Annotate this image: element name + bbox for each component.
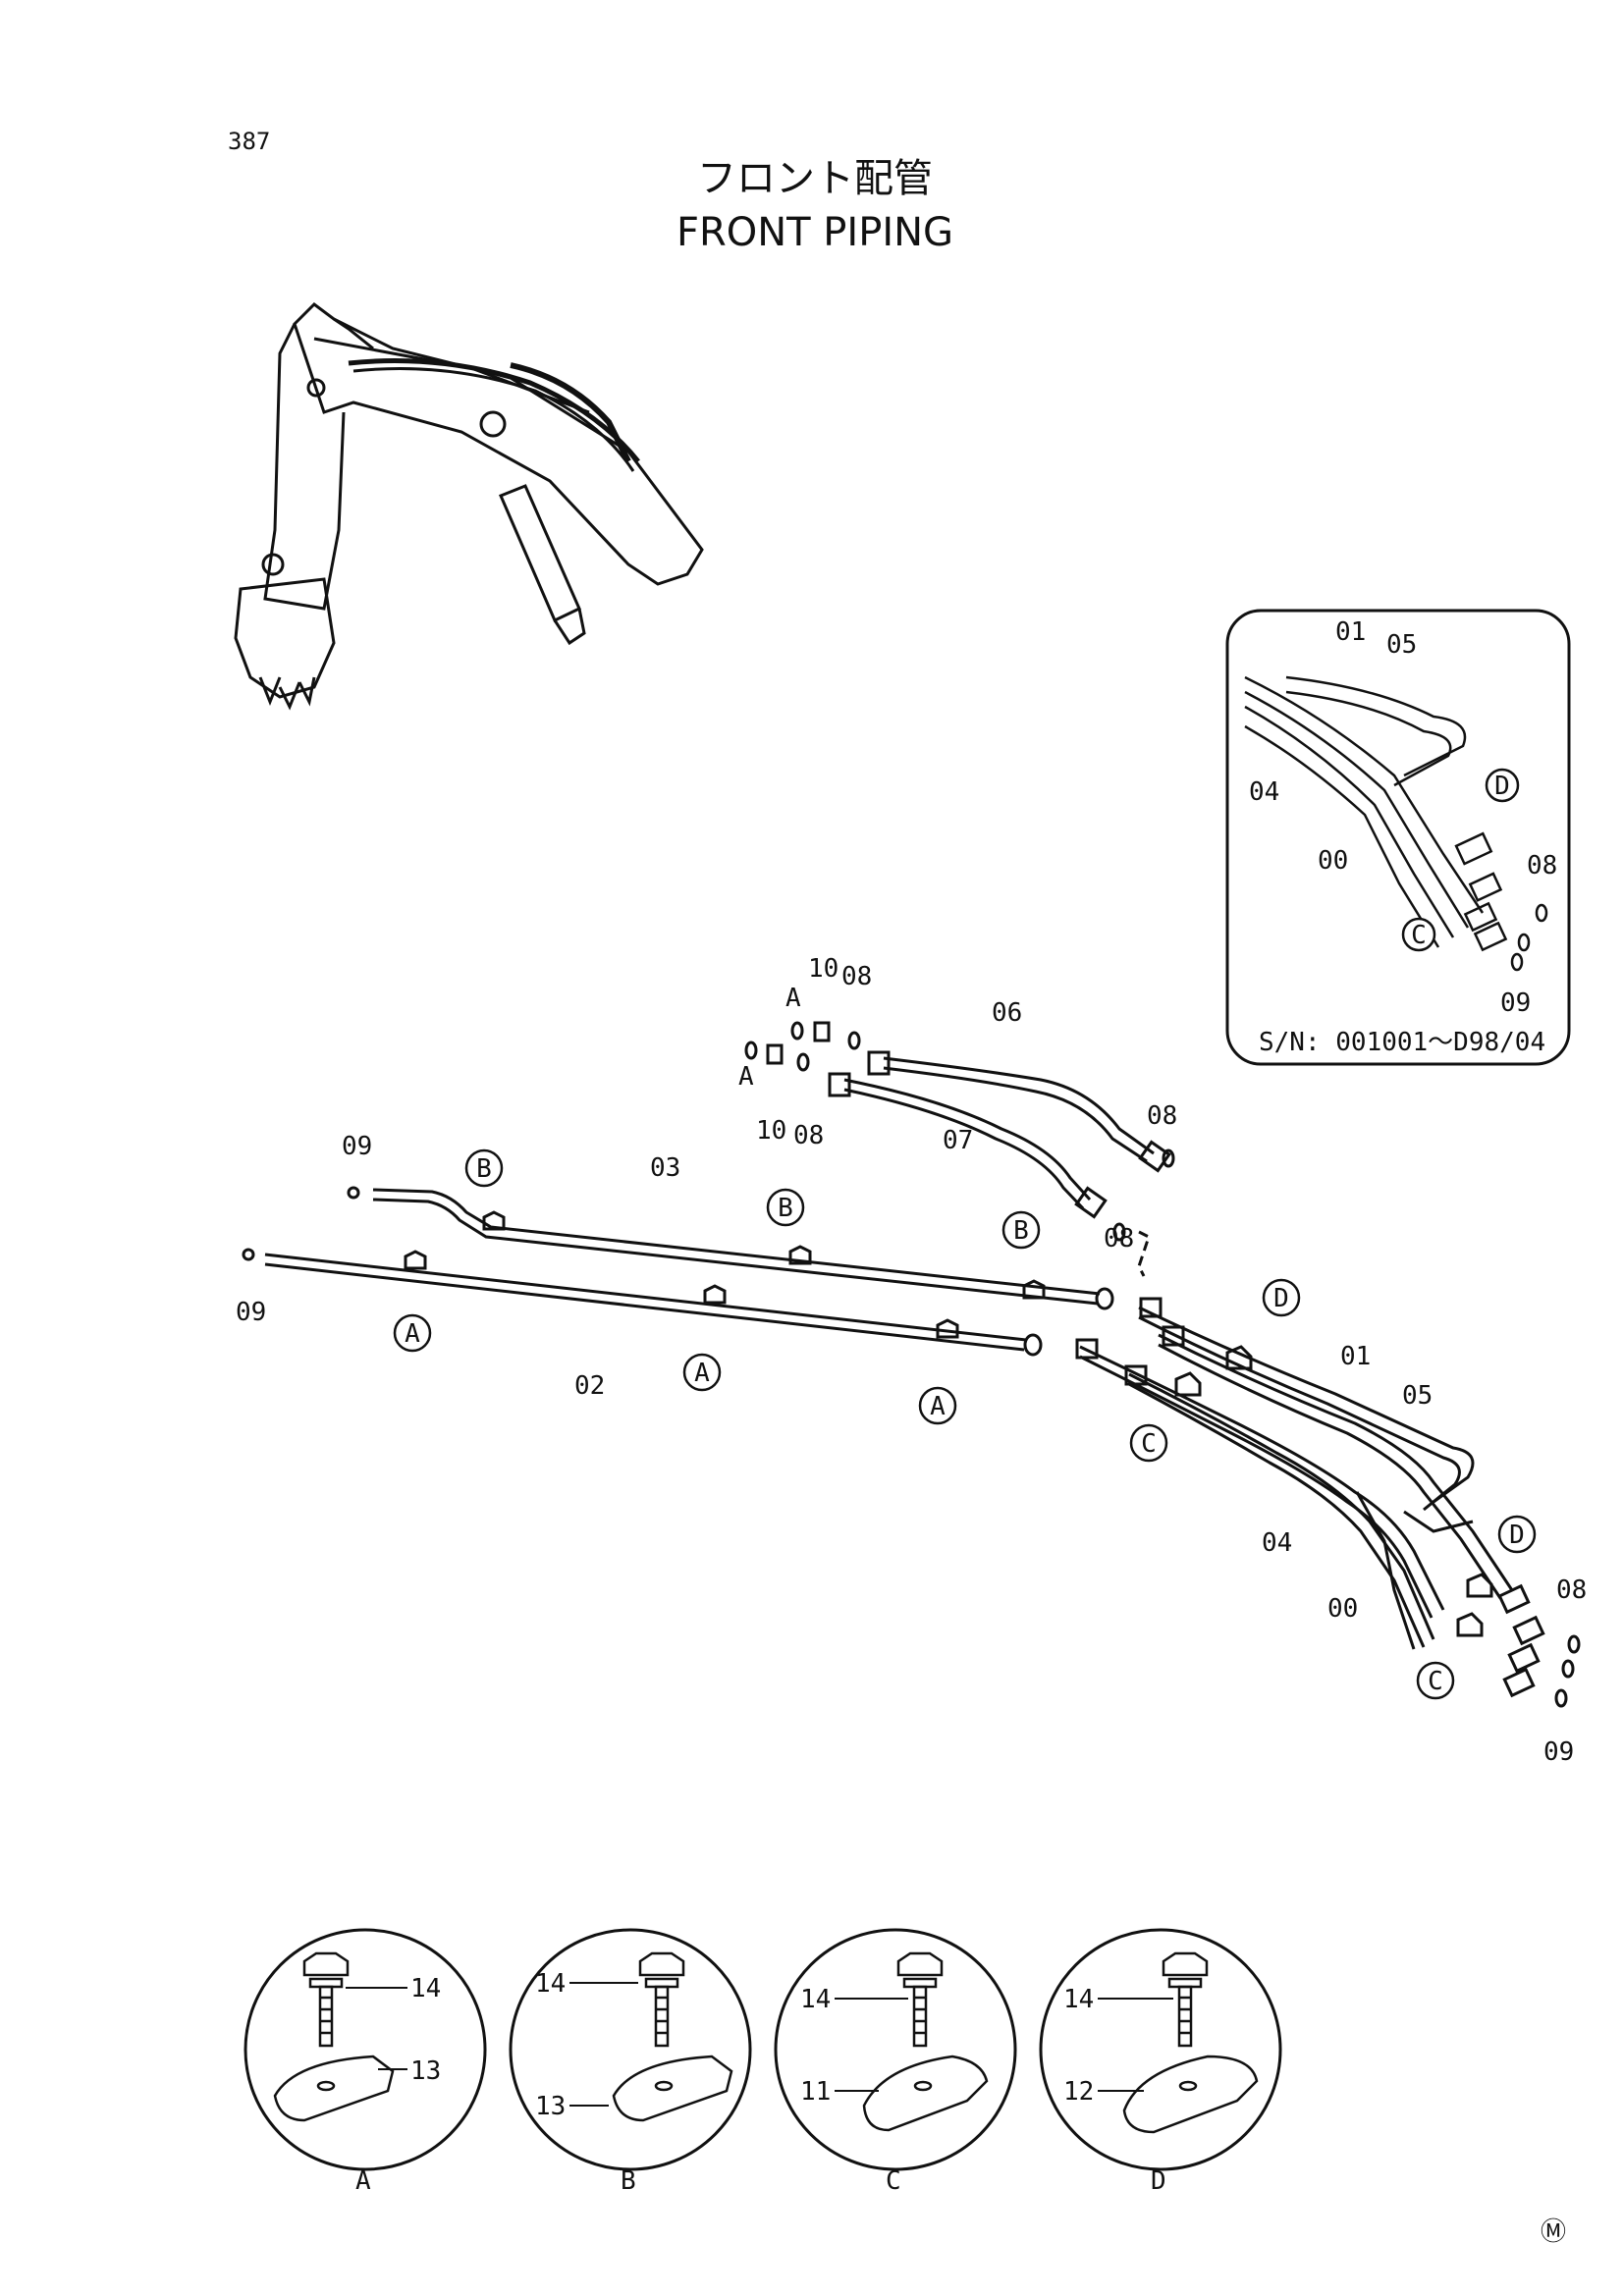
detail-view-a: 14 13 A — [243, 1928, 487, 2196]
excavator-arm-illustration — [234, 302, 704, 711]
manufacturer-mark: Ⓜ — [1541, 2217, 1566, 2247]
svg-text:D: D — [1273, 1284, 1289, 1313]
svg-text:C: C — [1141, 1429, 1157, 1459]
detail-view-b: 14 13 B — [509, 1928, 752, 2196]
label-09-lower-left: 09 — [236, 1298, 266, 1327]
label-05: 05 — [1402, 1381, 1433, 1411]
label-08-right-bottom: 08 — [1556, 1575, 1587, 1605]
label-a-lower: A — [738, 1062, 754, 1092]
callout-d-2: D — [1497, 1515, 1537, 1554]
svg-text:A: A — [694, 1359, 710, 1388]
callout-b-2: B — [766, 1188, 805, 1227]
svg-text:B: B — [1013, 1216, 1029, 1246]
detail-c-caption: C — [886, 2166, 901, 2196]
inset-label-04: 04 — [1249, 777, 1279, 807]
label-08-mid: 08 — [1104, 1224, 1134, 1254]
label-08-top: 08 — [841, 962, 872, 991]
label-08-right: 08 — [1147, 1101, 1177, 1131]
inset-label-05: 05 — [1386, 630, 1417, 660]
detail-d-caption: D — [1151, 2166, 1166, 2196]
label-10-top: 10 — [808, 954, 839, 984]
detail-view-d: 14 12 D — [1039, 1928, 1282, 2196]
detail-c-label-11: 11 — [800, 2077, 831, 2107]
label-01: 01 — [1340, 1342, 1371, 1371]
detail-a-label-13: 13 — [410, 2056, 441, 2086]
page-number: 387 — [228, 128, 270, 155]
callout-c-2: C — [1416, 1661, 1455, 1700]
detail-view-c: 14 11 C — [774, 1928, 1017, 2196]
callout-d-1: D — [1262, 1278, 1301, 1317]
svg-text:A: A — [405, 1319, 420, 1349]
label-09-upper-left: 09 — [342, 1132, 372, 1161]
detail-d-label-12: 12 — [1063, 2077, 1094, 2107]
svg-text:C: C — [1411, 921, 1427, 950]
label-09-right-bottom: 09 — [1543, 1737, 1574, 1767]
callout-a-2: A — [682, 1353, 722, 1392]
label-02: 02 — [574, 1371, 605, 1401]
detail-b-label-14: 14 — [535, 1969, 566, 1999]
inset-label-01: 01 — [1335, 617, 1366, 647]
inset-label-00: 00 — [1318, 846, 1348, 876]
svg-text:B: B — [778, 1194, 793, 1223]
svg-text:B: B — [476, 1154, 492, 1184]
boom-pipe-bundle — [1075, 1230, 1581, 1708]
detail-b-label-13: 13 — [535, 2092, 566, 2121]
callout-a-3: A — [918, 1386, 957, 1425]
label-a-top: A — [785, 984, 801, 1013]
svg-text:D: D — [1509, 1521, 1525, 1550]
svg-text:A: A — [930, 1392, 946, 1421]
svg-text:D: D — [1494, 772, 1510, 801]
callout-c-1: C — [1129, 1423, 1168, 1463]
serial-range-label: S/N: 001001～D98/04 — [1259, 1028, 1545, 1057]
pipes-02-03 — [242, 1186, 1114, 1357]
inset-detail-box: 01 05 04 00 08 09 D C S/N: 001001～D98/04 — [1225, 609, 1571, 1066]
title-japanese: フロント配管 — [697, 156, 933, 201]
inset-label-08: 08 — [1527, 851, 1557, 881]
label-04: 04 — [1262, 1528, 1292, 1558]
label-08-lower: 08 — [793, 1121, 824, 1150]
label-07: 07 — [943, 1126, 973, 1155]
label-03: 03 — [650, 1153, 680, 1183]
callout-a-1: A — [393, 1313, 432, 1353]
inset-callout-c: C — [1401, 917, 1436, 952]
label-00: 00 — [1327, 1594, 1358, 1624]
detail-a-label-14: 14 — [410, 1974, 441, 2003]
detail-d-label-14: 14 — [1063, 1985, 1094, 2014]
label-06: 06 — [992, 998, 1022, 1028]
callout-b-3: B — [1001, 1210, 1041, 1250]
hoses-06-07 — [744, 1021, 1175, 1242]
detail-a-caption: A — [355, 2166, 371, 2196]
detail-c-label-14: 14 — [800, 1985, 831, 2014]
label-10-lower: 10 — [756, 1116, 786, 1146]
title-english: FRONT PIPING — [676, 210, 953, 255]
inset-label-09: 09 — [1500, 988, 1531, 1018]
svg-text:C: C — [1428, 1667, 1443, 1696]
inset-callout-d: D — [1485, 768, 1520, 803]
callout-b-1: B — [464, 1148, 504, 1188]
detail-b-caption: B — [621, 2166, 636, 2196]
